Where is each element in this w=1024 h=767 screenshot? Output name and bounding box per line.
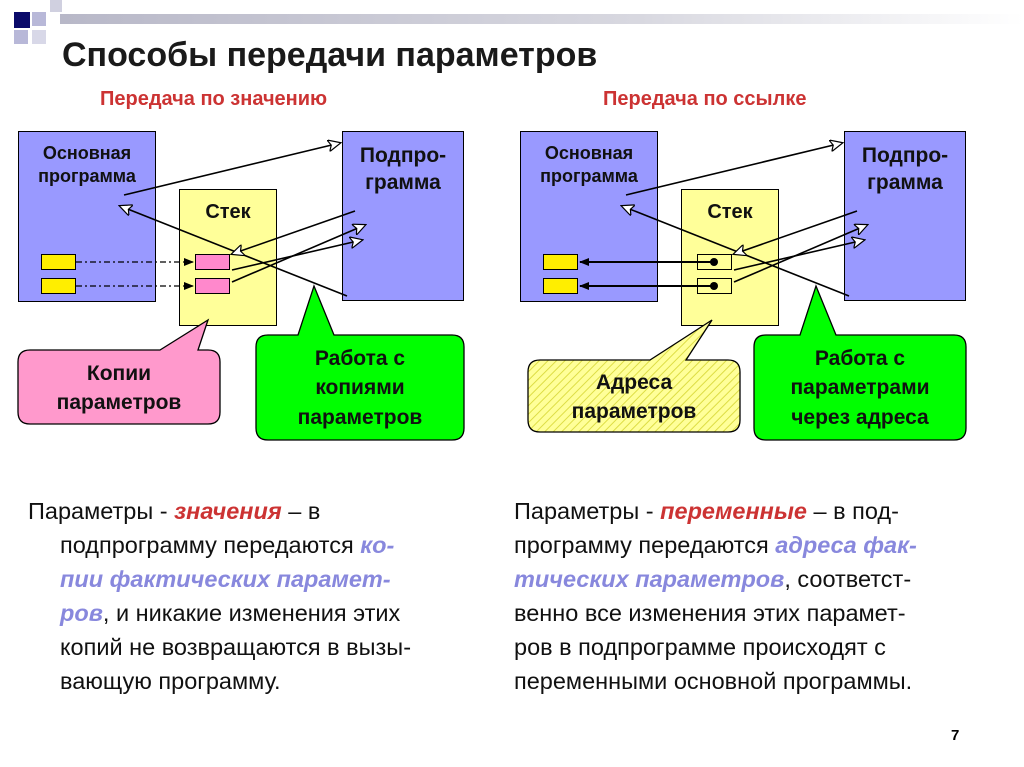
para-line: программу передаются адреса фак-	[514, 528, 917, 562]
callout-work-line-3: через адреса	[791, 405, 929, 429]
callout-work-shape	[753, 284, 967, 441]
callout-work-text: Работа с копиями параметров	[256, 336, 464, 440]
decor-square-dark	[14, 12, 30, 28]
para-emphasis: значения	[174, 498, 282, 524]
stack-label: Стек	[707, 201, 753, 223]
para-line: ров, и никакие изменения этих	[28, 596, 411, 630]
stack-label: Стек	[205, 201, 251, 223]
call-arrows	[622, 143, 867, 297]
page-number: 7	[951, 727, 960, 744]
param-copy-chip	[195, 278, 230, 294]
para-text: Параметры -	[28, 498, 175, 524]
para-line: копий не возвращаются в вызы-	[60, 634, 412, 661]
para-emphasis: тических параметров	[514, 566, 785, 593]
paragraph-by-value: Параметры - значения – в подпрограмму пе…	[28, 494, 411, 698]
callout-work-line-2: параметрами	[790, 376, 930, 400]
callout-work-line-2: копиями	[315, 376, 405, 400]
param-chip	[41, 254, 76, 270]
subprogram-label-2: грамма	[365, 171, 441, 195]
callout-addresses-shape	[527, 319, 741, 433]
para-text: программу передаются	[514, 532, 776, 559]
call-arrows	[120, 143, 365, 297]
para-emphasis: адреса фак-	[775, 532, 917, 559]
main-program-label-1: Основная	[42, 143, 132, 163]
para-text: – в	[281, 498, 321, 524]
subprogram-label-2: грамма	[867, 171, 943, 195]
callout-addresses-line-2: параметров	[571, 400, 697, 423]
callout-addresses-text: Адреса параметров	[528, 362, 740, 432]
decor-square-light	[14, 30, 28, 44]
decor-square-light	[32, 30, 46, 44]
callout-work-line-1: Работа с	[314, 346, 406, 370]
decor-square-light	[50, 0, 62, 12]
para-line: Параметры - переменные – в под-	[514, 494, 917, 528]
para-line: Параметры - значения – в	[28, 494, 411, 528]
callout-addresses-line-1: Адреса	[595, 370, 673, 394]
heading-by-reference: Передача по ссылке	[603, 88, 807, 110]
para-line: переменными основной программы.	[514, 668, 913, 695]
subprogram-label-1: Подпро-	[861, 144, 949, 167]
para-line: тических параметров, соответст-	[514, 562, 917, 596]
callout-work-text: Работа с параметрами через адреса	[754, 336, 966, 440]
para-text: – в под-	[807, 498, 899, 524]
copy-arrows	[76, 258, 194, 290]
heading-by-value: Передача по значению	[100, 88, 328, 110]
slide-title: Способы передачи параметров	[62, 36, 598, 74]
para-text: , и никакие изменения этих	[102, 600, 401, 627]
decor-square-light	[32, 12, 46, 26]
paragraph-by-reference: Параметры - переменные – в под- программ…	[514, 494, 917, 698]
address-arrows	[579, 258, 714, 290]
para-line: подпрограмму передаются ко-	[28, 528, 411, 562]
param-chip	[543, 254, 578, 270]
callout-work-shape	[255, 284, 465, 441]
param-chip	[41, 278, 76, 294]
para-line: ров в подпрограмме происходят с	[514, 634, 886, 661]
param-chip	[543, 278, 578, 294]
para-emphasis: переменные	[660, 498, 807, 524]
para-text: Параметры -	[514, 498, 661, 524]
callout-copies-line-1: Копии	[86, 361, 152, 385]
title-bar-decoration	[60, 14, 1024, 24]
subprogram-label-1: Подпро-	[359, 144, 447, 167]
para-text: , соответст-	[784, 566, 912, 593]
para-emphasis: ров	[60, 600, 103, 627]
param-copy-chip	[195, 254, 230, 270]
subprogram-box: Подпро-грамма	[342, 131, 464, 301]
callout-copies-line-2: параметров	[56, 391, 182, 414]
para-line: вающую программу.	[60, 668, 281, 695]
callout-work-line-3: параметров	[297, 405, 423, 429]
para-line: пии фактических парамет-	[60, 566, 391, 593]
main-program-label-1: Основная	[544, 143, 634, 163]
main-program-label-2: программа	[38, 165, 136, 186]
para-emphasis: ко-	[360, 532, 395, 559]
callout-copies-shape	[17, 318, 221, 425]
main-program-label-2: программа	[540, 165, 638, 186]
para-line: венно все изменения этих парамет-	[514, 600, 906, 627]
callout-work-line-1: Работа с	[814, 346, 906, 370]
para-text: подпрограмму передаются	[60, 532, 361, 559]
callout-copies-text: Копии параметров	[18, 352, 220, 424]
